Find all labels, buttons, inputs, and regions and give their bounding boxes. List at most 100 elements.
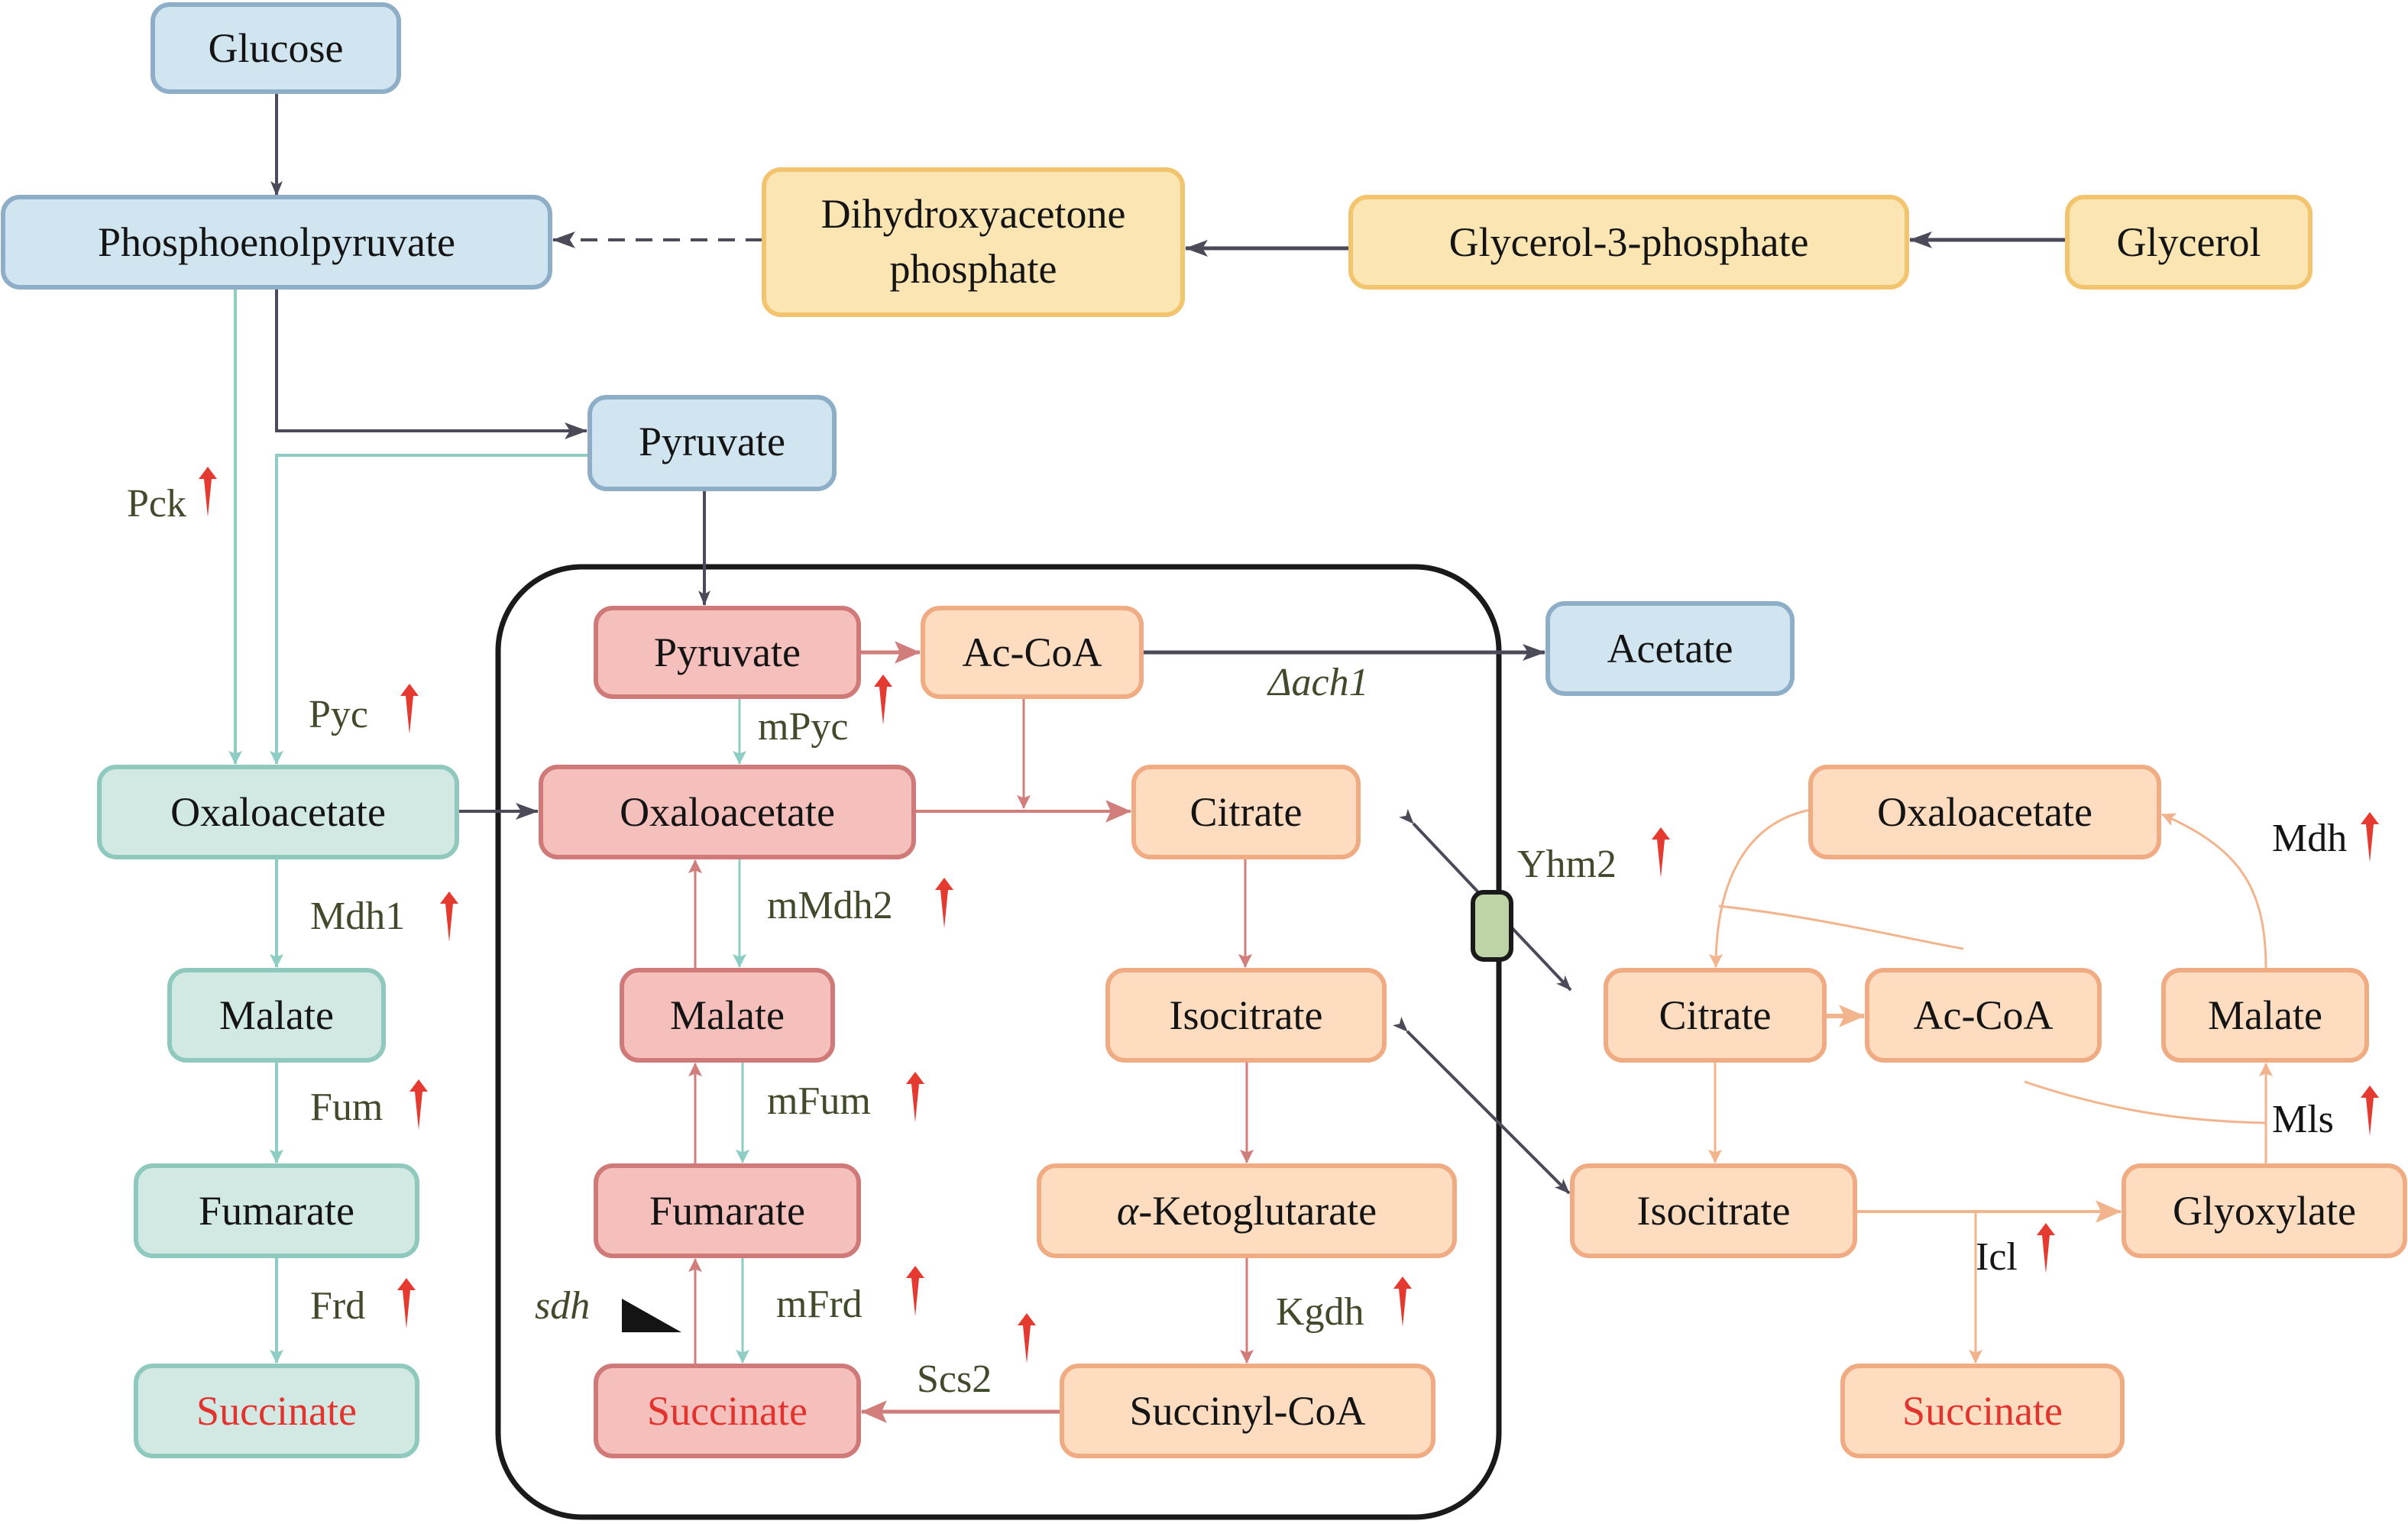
node-label: Malate (670, 992, 785, 1038)
arrow-pyruvate-oaa-pyc (270, 454, 588, 765)
enzyme-label-mls: Mls (2272, 1098, 2334, 1141)
node-accoa-mito[interactable]: Ac-CoA (921, 606, 1144, 699)
arrow-malate-oaa-glyox (2161, 813, 2267, 969)
enzyme-label-fum: Fum (310, 1086, 383, 1129)
node-oaa-mito[interactable]: Oxaloacetate (539, 765, 916, 859)
node-label: Oxaloacetate (170, 789, 386, 835)
node-fumarate-mito[interactable]: Fumarate (594, 1163, 861, 1258)
node-fumarate-cyto[interactable]: Fumarate (134, 1163, 419, 1258)
enzyme-label-scs2: Scs2 (917, 1357, 992, 1401)
up-regulated-icon (2037, 1223, 2055, 1273)
enzyme-label-sdh: sdh (535, 1284, 590, 1328)
node-label: Acetate (1607, 626, 1733, 671)
nodes: Glucose Phosphoenolpyruvate Pyruvate Ace… (1, 2, 2407, 1458)
arrow-isocitrate-transport (1392, 1016, 1571, 1195)
up-regulated-icon (906, 1266, 924, 1316)
node-label: Pyruvate (654, 629, 801, 675)
up-regulated-icon (1018, 1313, 1036, 1364)
node-malate-glyox[interactable]: Malate (2161, 968, 2369, 1063)
node-accoa-glyox[interactable]: Ac-CoA (1865, 968, 2102, 1063)
up-regulated-icon (400, 684, 419, 734)
node-citrate-glyox[interactable]: Citrate (1604, 968, 1827, 1063)
node-glycerol[interactable]: Glycerol (2065, 195, 2313, 290)
node-label: α-Ketoglutarate (1117, 1188, 1377, 1234)
node-pep[interactable]: Phosphoenolpyruvate (1, 195, 552, 290)
node-glyoxylate-glyox[interactable]: Glyoxylate (2122, 1163, 2407, 1258)
node-succinate-glyox[interactable]: Succinate (1840, 1364, 2125, 1458)
node-akg-mito[interactable]: α-Ketoglutarate (1037, 1163, 1457, 1258)
enzyme-label-mdh: Mdh (2272, 817, 2347, 860)
node-label: Fumarate (199, 1188, 354, 1234)
node-label: Phosphoenolpyruvate (98, 219, 455, 265)
enzyme-label-kgdh: Kgdh (1276, 1290, 1364, 1334)
node-label: Glucose (209, 25, 344, 71)
enzyme-label-frd: Frd (310, 1284, 365, 1328)
node-label: Succinate (647, 1388, 808, 1434)
node-label: Succinate (196, 1388, 357, 1434)
node-label: Oxaloacetate (620, 789, 835, 835)
node-label: Ac-CoA (963, 629, 1102, 675)
enzyme-label-mmdh2: mMdh2 (767, 884, 893, 927)
enzyme-label-pyc: Pyc (309, 693, 368, 736)
node-label: Oxaloacetate (1877, 789, 2092, 835)
akg-name: -Ketoglutarate (1138, 1188, 1377, 1234)
arrow-accoa-join-glyox (1718, 904, 1964, 950)
node-g3p[interactable]: Glycerol-3-phosphate (1348, 195, 1909, 290)
node-oaa-cyto[interactable]: Oxaloacetate (97, 765, 459, 859)
node-label: Isocitrate (1637, 1188, 1791, 1234)
enzyme-label-yhm2: Yhm2 (1517, 843, 1617, 886)
up-regulated-icon (2361, 1086, 2379, 1136)
node-glucose[interactable]: Glucose (150, 2, 401, 94)
enzyme-labels: Pck Pyc Mdh1 Fum Frd mPyc mMdh2 mFum mFr… (127, 467, 2379, 1401)
up-regulated-icon (906, 1072, 924, 1122)
arrow-oaa-citrate-glyox (1709, 808, 1811, 968)
node-dhap[interactable]: Dihydroxyacetone phosphate (762, 167, 1185, 317)
node-succinate-mito[interactable]: Succinate (594, 1364, 861, 1458)
yhm2-transporter-icon (1471, 890, 1513, 962)
enzyme-label-pck: Pck (127, 482, 186, 526)
node-isocitrate-mito[interactable]: Isocitrate (1105, 968, 1387, 1063)
node-label: Succinyl-CoA (1130, 1388, 1366, 1434)
node-malate-mito[interactable]: Malate (620, 968, 835, 1063)
up-regulated-icon (1393, 1276, 1412, 1327)
enzyme-label-ach1-deletion: Δach1 (1267, 661, 1369, 704)
node-oaa-glyox[interactable]: Oxaloacetate (1808, 765, 2161, 859)
node-citrate-mito[interactable]: Citrate (1131, 765, 1361, 859)
node-label: Ac-CoA (1914, 992, 2054, 1038)
node-succoa-mito[interactable]: Succinyl-CoA (1060, 1364, 1435, 1458)
node-label: Glycerol-3-phosphate (1449, 219, 1809, 265)
node-succinate-cyto[interactable]: Succinate (134, 1364, 419, 1458)
node-label: Malate (219, 992, 334, 1038)
up-regulated-icon (2361, 812, 2379, 862)
arrow-pep-pyruvate (275, 289, 587, 439)
node-label: Glyoxylate (2173, 1188, 2356, 1234)
up-regulated-icon (874, 675, 892, 725)
enzyme-label-icl: Icl (1976, 1235, 2018, 1279)
up-regulated-icon (440, 891, 458, 942)
node-label: Citrate (1190, 789, 1303, 835)
node-label: Isocitrate (1170, 992, 1323, 1038)
node-label: Glycerol (2117, 219, 2261, 265)
node-malate-cyto[interactable]: Malate (167, 968, 386, 1063)
node-isocitrate-glyox[interactable]: Isocitrate (1570, 1163, 1857, 1258)
node-pyruvate-cyto[interactable]: Pyruvate (587, 395, 837, 491)
node-label: Citrate (1659, 992, 1772, 1038)
down-regulated-triangle-icon (622, 1299, 681, 1332)
node-label-line1: Dihydroxyacetone (821, 191, 1126, 237)
up-regulated-icon (199, 467, 217, 517)
alpha-prefix: α (1117, 1188, 1140, 1234)
arrow-accoa-join-mls (2024, 1080, 2267, 1124)
node-label: Pyruvate (639, 419, 785, 464)
node-pyruvate-mito[interactable]: Pyruvate (594, 606, 861, 699)
node-acetate[interactable]: Acetate (1545, 601, 1795, 696)
up-regulated-icon (397, 1278, 416, 1328)
node-label: Fumarate (649, 1188, 805, 1234)
enzyme-label-mdh1: Mdh1 (310, 895, 405, 938)
up-regulated-icon (409, 1079, 428, 1130)
node-label: Succinate (1902, 1388, 2063, 1434)
node-label: Malate (2208, 992, 2322, 1038)
enzyme-label-mpyc: mPyc (758, 705, 848, 749)
up-regulated-icon (1652, 827, 1670, 878)
node-label-line2: phosphate (890, 246, 1057, 292)
